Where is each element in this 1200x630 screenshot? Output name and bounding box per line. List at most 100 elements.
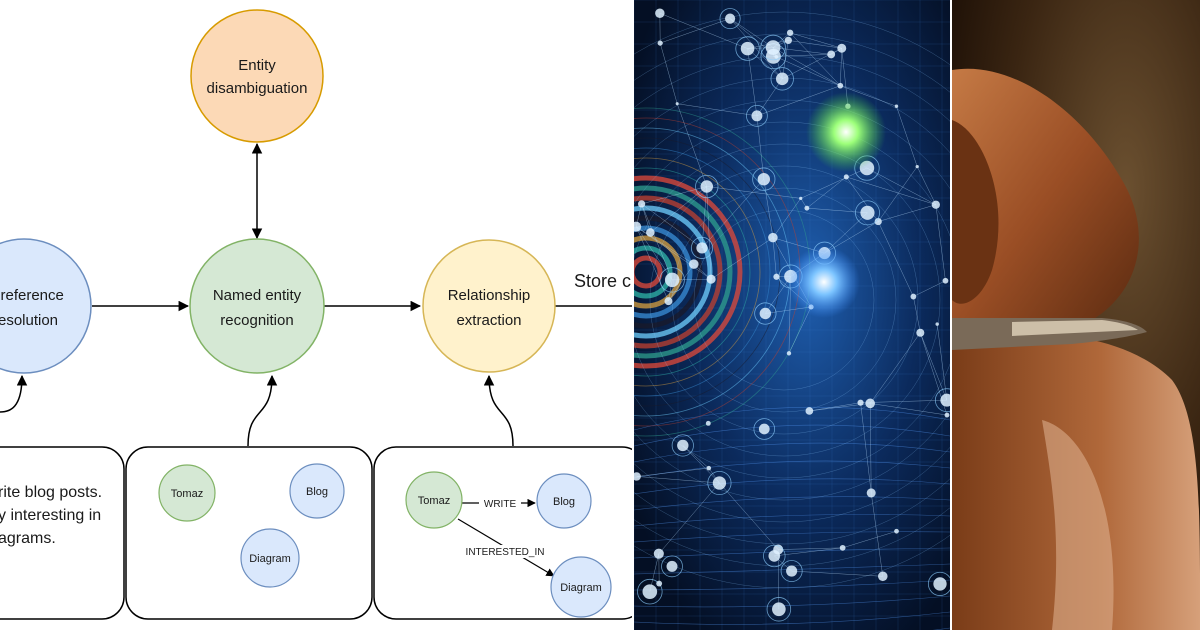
network-link (877, 221, 914, 297)
network-link (916, 166, 937, 205)
network-node (653, 548, 664, 559)
network-node (751, 110, 763, 122)
stick-highlight (1012, 320, 1138, 336)
network-node-ring (752, 167, 776, 191)
network-node (706, 465, 712, 471)
grid-line (634, 496, 950, 511)
network-link (772, 47, 841, 86)
node-label-line1: Entity (238, 57, 276, 74)
network-node (757, 173, 771, 186)
network-link (806, 207, 868, 214)
arrow-nerbox-to-ner (247, 374, 278, 447)
ring-arc (634, 121, 950, 479)
network-link (719, 482, 779, 550)
network-node (837, 82, 844, 89)
grid-line (634, 595, 950, 608)
network-node (768, 550, 781, 562)
ring-arc (634, 175, 743, 369)
network-link (650, 186, 707, 233)
network-node-ring (927, 571, 950, 596)
dog-ear-shape (952, 120, 999, 304)
diagram-canvas: Entity disambiguation oreference esoluti… (0, 9, 632, 620)
network-node (705, 420, 711, 426)
node-label-line2: esolution (0, 312, 58, 329)
ring-arc (693, 209, 875, 391)
edge-label-bg (479, 497, 521, 510)
node-label-line1: Named entity (213, 287, 302, 304)
rel-entity-diagram: Diagram (550, 556, 612, 618)
network-link (641, 203, 703, 249)
network-node (772, 602, 786, 617)
network-node (775, 72, 789, 86)
relation-label-interested-in: INTERESTED_IN (466, 547, 545, 558)
pipeline-diagram: Entity disambiguation oreference esoluti… (0, 9, 632, 620)
network-node (940, 393, 950, 407)
network-link (913, 296, 921, 333)
network-link (677, 103, 757, 117)
network-link (765, 276, 791, 314)
network-link (870, 403, 948, 416)
network-node (805, 407, 814, 415)
network-link (659, 43, 678, 104)
network-link (866, 167, 936, 205)
network-node (712, 476, 727, 490)
network-node (784, 36, 792, 45)
network-link (842, 530, 897, 549)
network-node-ring (735, 36, 760, 61)
network-node-ring (661, 555, 683, 578)
network-node (700, 180, 714, 193)
network-node-ring (753, 418, 776, 440)
network-node (696, 242, 708, 254)
relation-label-write: WRITE (484, 499, 517, 510)
network-node (634, 472, 641, 481)
network-node-ring (770, 67, 794, 91)
grid-line (634, 579, 950, 591)
network-link (636, 467, 709, 477)
network-node (656, 580, 663, 587)
network-node (657, 40, 663, 46)
network-link (756, 85, 841, 117)
network-node-ring (719, 8, 741, 30)
ner-entity-diagram: Diagram (240, 528, 300, 588)
ring-arc (634, 99, 950, 501)
network-node-ring (690, 236, 714, 259)
edge-label-bg (458, 545, 552, 558)
network-node-ring (763, 544, 786, 568)
network-link (869, 403, 872, 493)
grid-line (634, 531, 950, 543)
network-node (759, 307, 772, 320)
network-link (789, 32, 841, 86)
ring-arc (634, 195, 723, 349)
network-node (865, 398, 876, 409)
ring-arc (634, 245, 673, 299)
network-node (944, 412, 950, 418)
network-link (774, 547, 843, 557)
network-node (843, 174, 849, 180)
network-node (666, 560, 678, 572)
network-link (860, 399, 947, 403)
network-link (776, 56, 841, 86)
network-node (646, 228, 655, 237)
network-node (634, 221, 642, 232)
store-label: Store c (574, 271, 631, 291)
network-node (664, 272, 680, 288)
network-link (701, 179, 765, 249)
network-node (839, 544, 846, 551)
network-node (874, 217, 882, 226)
network-link (860, 402, 872, 493)
network-node (642, 584, 658, 599)
network-link (788, 40, 842, 49)
grid-line (634, 478, 950, 495)
network-node (677, 439, 689, 452)
network-node-ring (780, 560, 803, 583)
network-node-ring (707, 470, 732, 496)
example-text-line: rite blog posts. (0, 484, 102, 501)
entity-label: Blog (306, 486, 328, 498)
ring-arc (634, 167, 751, 377)
ring-arc (634, 235, 683, 309)
dog-head-shape (952, 68, 1139, 330)
network-link (806, 176, 847, 209)
network-link (809, 402, 861, 412)
network-node (724, 13, 736, 24)
network-link (870, 492, 884, 577)
